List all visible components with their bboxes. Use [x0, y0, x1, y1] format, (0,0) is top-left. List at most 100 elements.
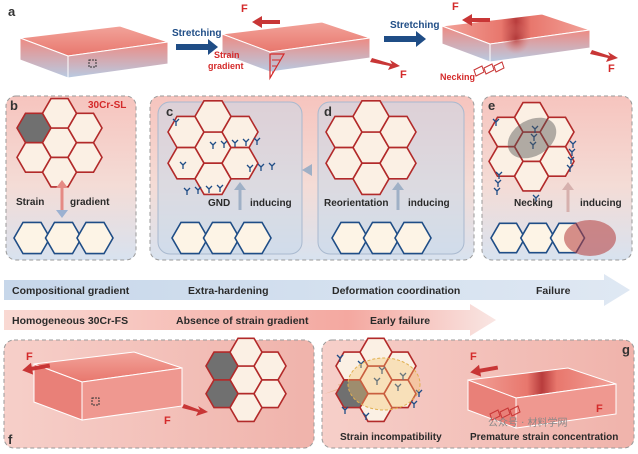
dislocation-mark: [257, 163, 265, 171]
dislocation-mark: [183, 187, 191, 195]
dislocation-mark: [531, 125, 539, 133]
panel-letter-d: d: [324, 104, 332, 119]
c-to-d-arrow: [302, 164, 312, 176]
grain: [202, 221, 241, 255]
dislocation-mark: [357, 360, 365, 368]
panel-letter-b: b: [10, 98, 18, 113]
dislocation-mark: [532, 194, 540, 202]
panel-b-gradient: gradient: [70, 197, 110, 208]
row1-label: Compositional gradient: [12, 285, 130, 297]
grain: [13, 221, 51, 255]
panel-f: f F F: [3, 337, 315, 449]
grain-cluster-d: [325, 100, 417, 196]
panel-g: g Strain incompatibility F F Premature s…: [321, 337, 635, 449]
panel-d-inducing: inducing: [408, 198, 450, 209]
necking-label-top: Necking: [440, 72, 475, 82]
gradient-label: gradient: [208, 61, 244, 71]
panel-letter-e: e: [488, 98, 495, 113]
force-label-2: F: [400, 69, 407, 81]
grain-cluster-g: [335, 337, 423, 423]
sample-marker: [88, 59, 97, 68]
grain: [359, 337, 393, 367]
block-initial: [19, 25, 169, 79]
grain-cluster-b: [16, 97, 103, 188]
dislocation-mark: [220, 140, 228, 148]
dislocation-mark: [209, 141, 217, 149]
dislocation-mark: [568, 148, 576, 156]
row-compositional-gradient: Compositional gradient Extra-hardening D…: [4, 274, 630, 306]
panel-letter-f: f: [8, 432, 13, 447]
row1-stage2: Deformation coordination: [332, 285, 460, 297]
panel-b: b 30Cr-SL Strain gradient: [5, 95, 137, 261]
panel-cd: c d GND inducing Reorientation inducing: [149, 95, 475, 261]
grain: [490, 222, 526, 254]
grain-row-bottom-c: [171, 221, 272, 255]
dislocation-mark: [567, 156, 575, 164]
dislocation-mark: [179, 161, 187, 169]
grain-row-bottom-b: [13, 221, 114, 255]
grain: [76, 221, 114, 255]
dislocation-mark: [569, 140, 577, 148]
stretching-label-2: Stretching: [390, 20, 439, 31]
grain: [194, 100, 232, 133]
necking-marks-g: [489, 405, 521, 421]
premature-label: Premature strain concentration: [470, 432, 618, 443]
panel-e-necking: Necking: [514, 198, 553, 209]
grain: [362, 221, 401, 255]
grain: [234, 221, 272, 255]
force-label-g2: F: [596, 403, 603, 415]
grain: [513, 101, 550, 133]
grain-cluster-c: [167, 100, 276, 196]
panel-e: e Necking inducing: [481, 95, 633, 261]
block-stretched: [221, 21, 371, 81]
dislocation-mark: [493, 187, 501, 195]
grain: [383, 379, 417, 409]
grain: [539, 145, 575, 177]
panel-b-title: 30Cr-SL: [88, 100, 126, 111]
force-arrow-right-2: [590, 50, 618, 62]
row1-stage1: Extra-hardening: [188, 285, 269, 297]
row2-stage1: Absence of strain gradient: [176, 315, 309, 327]
dislocation-mark: [253, 137, 261, 145]
force-arrow-right-1: [370, 58, 400, 70]
grain: [379, 146, 417, 180]
grain: [44, 221, 83, 255]
stretching-arrow-2: Stretching: [384, 20, 439, 47]
stretching-arrow-1: Stretching: [172, 28, 221, 55]
dislocation-mark: [231, 139, 239, 147]
force-label-4: F: [608, 63, 615, 75]
panel-a: a Stretching F F Strain gradient: [8, 1, 618, 82]
panel-d-reorientation: Reorientation: [324, 198, 388, 209]
dislocation-mark: [336, 354, 344, 362]
force-arrow-left-1: [252, 16, 280, 28]
force-label-f1: F: [26, 351, 33, 363]
dislocation-mark: [242, 138, 250, 146]
grain: [519, 222, 556, 254]
grain: [394, 221, 432, 255]
panel-e-inducing: inducing: [580, 198, 622, 209]
grain-cluster-e: [488, 101, 577, 202]
dislocation-mark: [394, 383, 402, 391]
dislocation-mark: [362, 412, 370, 420]
stretching-label-1: Stretching: [172, 28, 221, 39]
grain: [253, 379, 287, 409]
panel-c-gnd: GND: [208, 198, 230, 209]
force-label-1: F: [241, 3, 248, 15]
dislocation-mark: [530, 133, 538, 141]
row2-stage2: Early failure: [370, 315, 430, 327]
dislocation-mark: [495, 171, 503, 179]
watermark: 公众号 · 材料学网: [488, 416, 568, 429]
dislocation-mark: [492, 118, 500, 126]
dislocation-mark: [415, 389, 423, 397]
panel-b-strain: Strain: [16, 197, 44, 208]
strain-label: Strain: [214, 50, 240, 60]
panel-letter-a: a: [8, 4, 16, 19]
dislocation-mark: [194, 186, 202, 194]
dislocation-mark: [529, 141, 537, 149]
grain: [352, 100, 390, 133]
force-arrow-left-2: [462, 14, 490, 26]
dislocation-mark: [378, 366, 386, 374]
grain: [67, 141, 103, 173]
necking-marks: [473, 61, 505, 77]
dislocation-mark: [373, 377, 381, 385]
